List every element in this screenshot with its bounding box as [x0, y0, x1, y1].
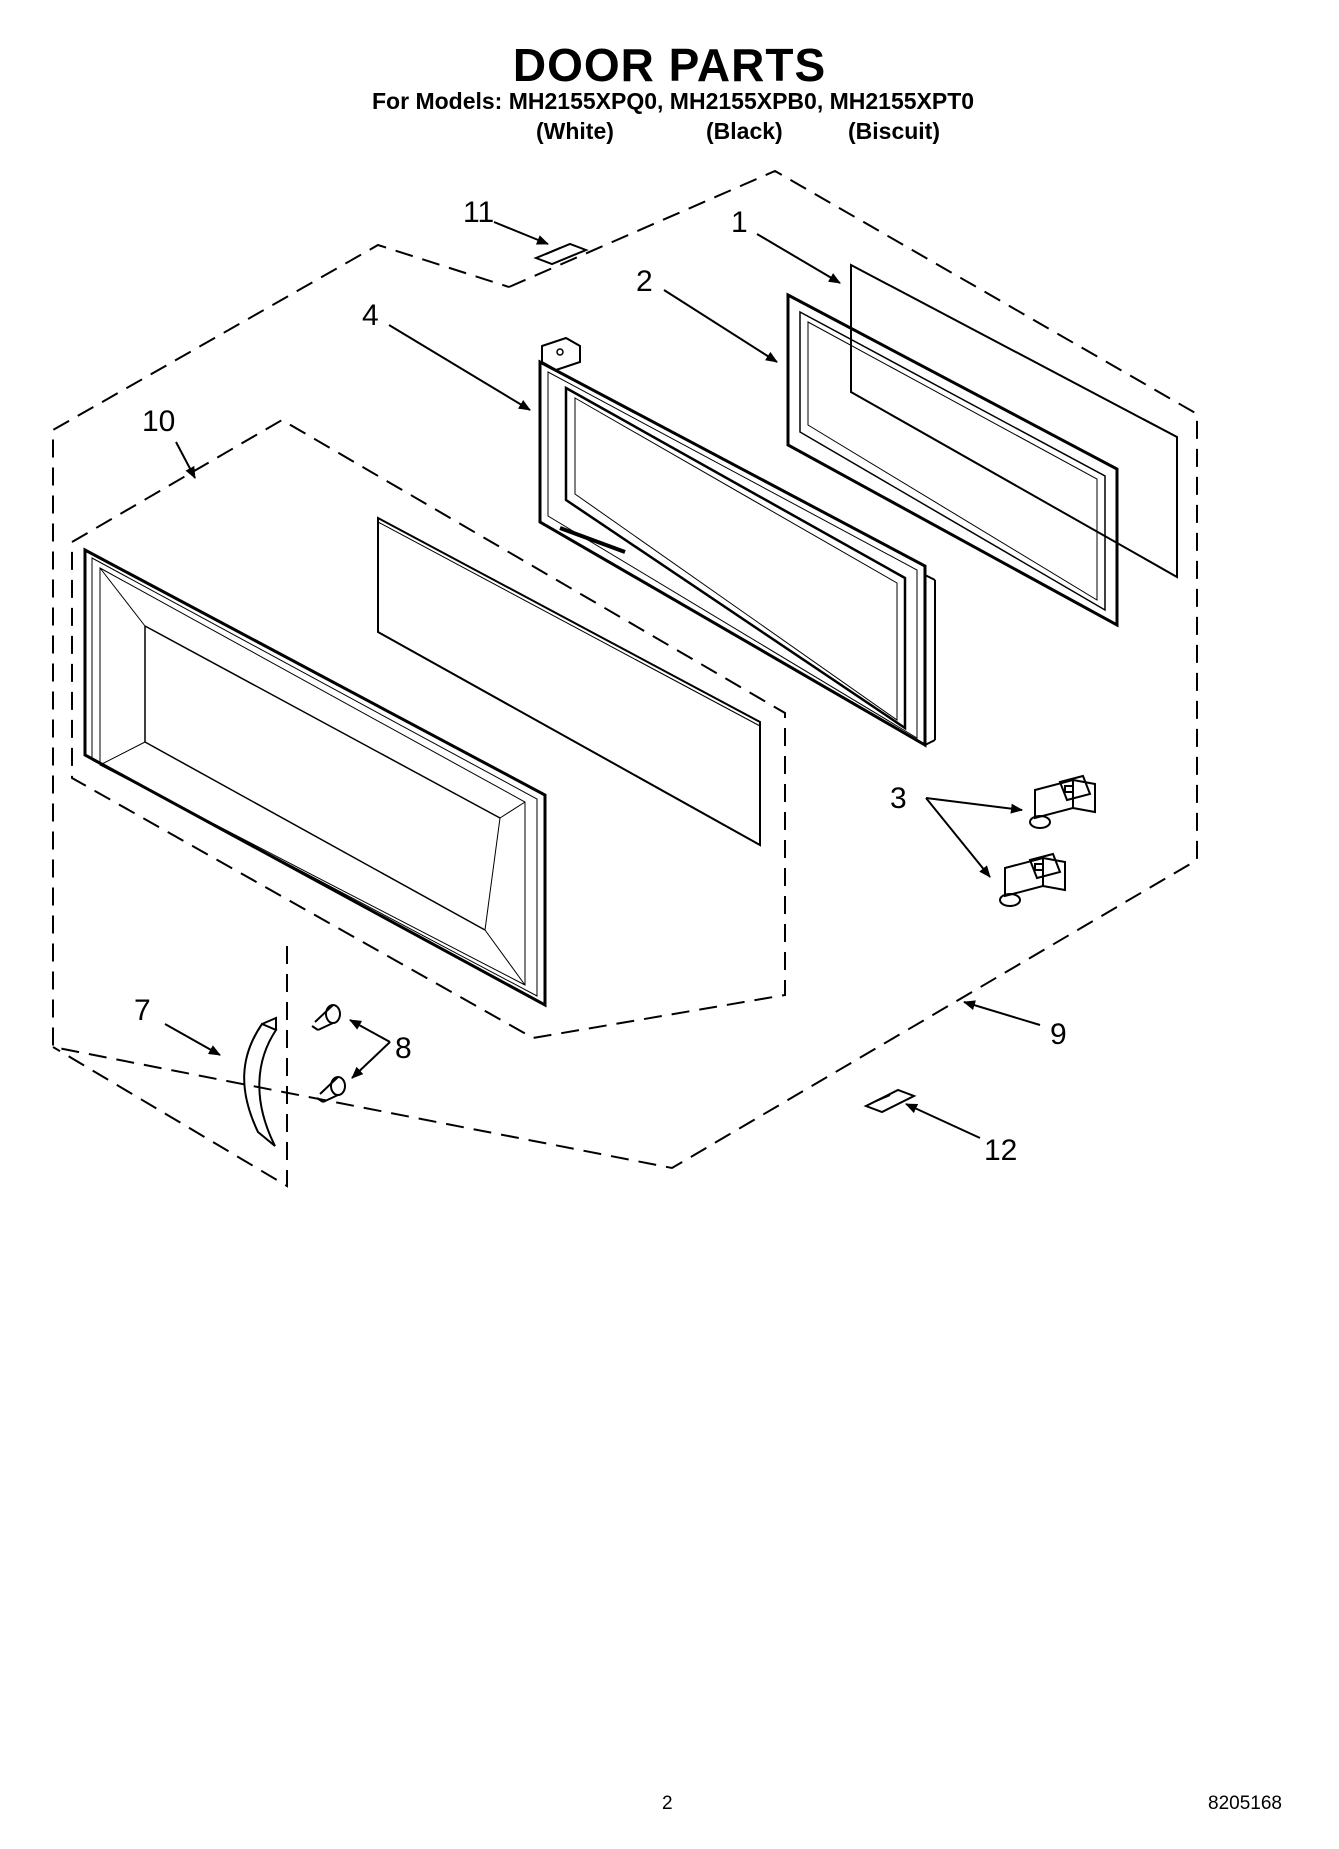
callout-1: 1: [731, 206, 748, 239]
leader-8-upper: [349, 1019, 391, 1043]
page-title: DOOR PARTS: [512, 39, 827, 91]
part-12-clip: [863, 1088, 917, 1114]
color-black: (Black): [706, 118, 783, 144]
callout-10: 10: [142, 405, 175, 438]
dashed-outline-handle-group: [52, 946, 288, 1188]
color-biscuit: (Biscuit): [848, 118, 940, 144]
callout-9: 9: [1050, 1018, 1067, 1051]
callout-7: 7: [134, 994, 151, 1027]
part-2-gasket-frame: [786, 292, 1119, 628]
part-3-latch-lower: [999, 852, 1066, 907]
part-4-inner-door-frame: [538, 336, 936, 748]
callout-11: 11: [463, 196, 494, 229]
dashed-outline-assembly-9: [52, 169, 1198, 1170]
leader-3-lower: [925, 797, 991, 878]
leader-11: [493, 221, 549, 245]
models-line: For Models: MH2155XPQ0, MH2155XPB0, MH21…: [372, 88, 975, 114]
leader-1: [756, 233, 841, 284]
part-11-hinge-clip: [533, 242, 589, 266]
leader-2: [663, 289, 778, 363]
dashed-outline-assembly-10: [71, 418, 786, 1040]
part-8-screw-lower: [316, 1076, 346, 1103]
leader-3-upper: [925, 797, 1023, 814]
part-1-glass-panel: [850, 263, 1178, 579]
color-white: (White): [536, 118, 614, 144]
leader-7: [164, 1023, 221, 1056]
leader-12: [905, 1103, 981, 1139]
callout-4: 4: [362, 299, 379, 332]
callout-3: 3: [890, 782, 907, 815]
callout-12: 12: [984, 1134, 1017, 1167]
leader-4: [388, 324, 531, 411]
part-3-latch-upper: [1029, 774, 1096, 829]
middle-glass-panel: [377, 516, 761, 847]
page-number: 2: [662, 1793, 673, 1814]
part-8-screw-upper: [311, 1004, 341, 1031]
part-10-outer-door: [83, 547, 547, 1008]
leader-8-lower: [351, 1041, 391, 1079]
doc-number: 8205168: [1208, 1793, 1282, 1814]
leader-10: [175, 441, 196, 479]
callout-8: 8: [395, 1032, 412, 1065]
part-7-handle: [243, 1016, 278, 1147]
leader-9: [963, 1000, 1041, 1026]
callout-2: 2: [636, 265, 653, 298]
